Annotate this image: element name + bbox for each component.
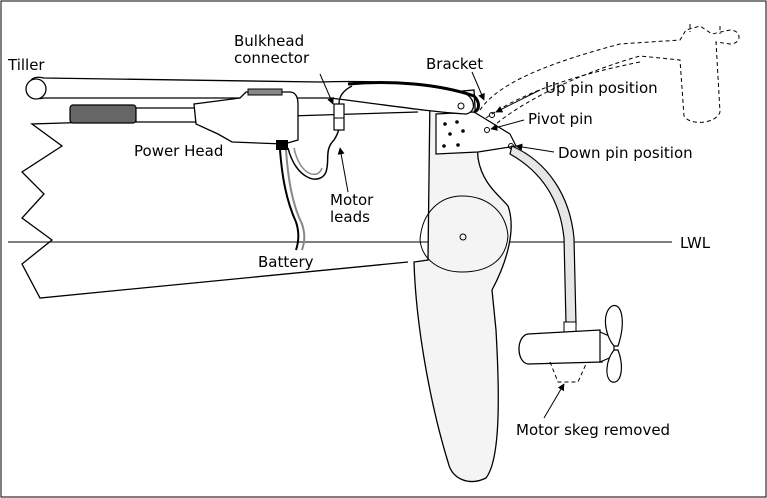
label-pivot-pin: Pivot pin bbox=[528, 110, 593, 128]
bracket-top bbox=[347, 81, 480, 114]
motor-pod bbox=[518, 329, 603, 365]
battery-cable bbox=[279, 149, 300, 251]
motor-skeg-removed bbox=[549, 361, 587, 383]
leads-cable bbox=[287, 119, 341, 180]
power-head-body bbox=[193, 91, 299, 145]
tiller-raised-outline bbox=[479, 25, 740, 125]
leader-up-pin bbox=[495, 89, 541, 113]
power-head-connector bbox=[276, 140, 288, 150]
propeller-blade bbox=[604, 304, 623, 347]
tiller-pivot bbox=[457, 102, 465, 110]
label-up-pin: Up pin position bbox=[545, 79, 658, 97]
leads-cable bbox=[293, 147, 323, 176]
tiller-knob bbox=[25, 78, 47, 100]
rudder-center-pin bbox=[459, 233, 467, 241]
leader-pivot-pin bbox=[490, 119, 525, 131]
bracket-hole bbox=[456, 143, 460, 147]
power-head-cap bbox=[247, 88, 283, 96]
up-pin-hole bbox=[489, 112, 495, 118]
leader-bracket bbox=[471, 71, 485, 101]
pivot-pin-hole bbox=[484, 127, 490, 133]
power-head-handle bbox=[69, 104, 137, 124]
label-battery: Battery bbox=[258, 253, 314, 271]
leader-skeg bbox=[543, 383, 565, 419]
bracket-hole bbox=[443, 122, 447, 126]
motor-collar bbox=[563, 321, 577, 333]
bracket-hole bbox=[461, 129, 465, 133]
label-tiller: Tiller bbox=[7, 56, 45, 74]
leader-motor-leads bbox=[337, 147, 349, 193]
bracket-hole bbox=[455, 120, 459, 124]
bracket-hole bbox=[442, 144, 446, 148]
label-motor-leads-line1: Motor bbox=[330, 191, 374, 209]
label-skeg: Motor skeg removed bbox=[516, 421, 670, 439]
propeller-blade bbox=[606, 349, 622, 383]
rudder-cheek bbox=[419, 195, 509, 273]
label-down-pin: Down pin position bbox=[558, 144, 693, 162]
label-motor-leads-line2: leads bbox=[330, 208, 370, 226]
connector-wire bbox=[338, 85, 353, 105]
power-head-shaft bbox=[135, 107, 197, 123]
label-bulkhead-line1: Bulkhead bbox=[234, 32, 304, 50]
rudder-blade bbox=[413, 89, 512, 483]
leader-bulkhead bbox=[319, 73, 334, 105]
tiller-raised-outline bbox=[689, 24, 721, 34]
label-power-head: Power Head bbox=[134, 142, 223, 160]
battery-cable bbox=[285, 149, 306, 251]
hull-outline bbox=[20, 111, 419, 299]
label-bracket: Bracket bbox=[426, 55, 483, 73]
label-bulkhead-line2: connector bbox=[234, 49, 310, 67]
leader-down-pin bbox=[515, 143, 555, 153]
bulkhead-connector bbox=[333, 103, 345, 131]
bracket-hole bbox=[448, 132, 452, 136]
label-lwl: LWL bbox=[680, 234, 711, 252]
